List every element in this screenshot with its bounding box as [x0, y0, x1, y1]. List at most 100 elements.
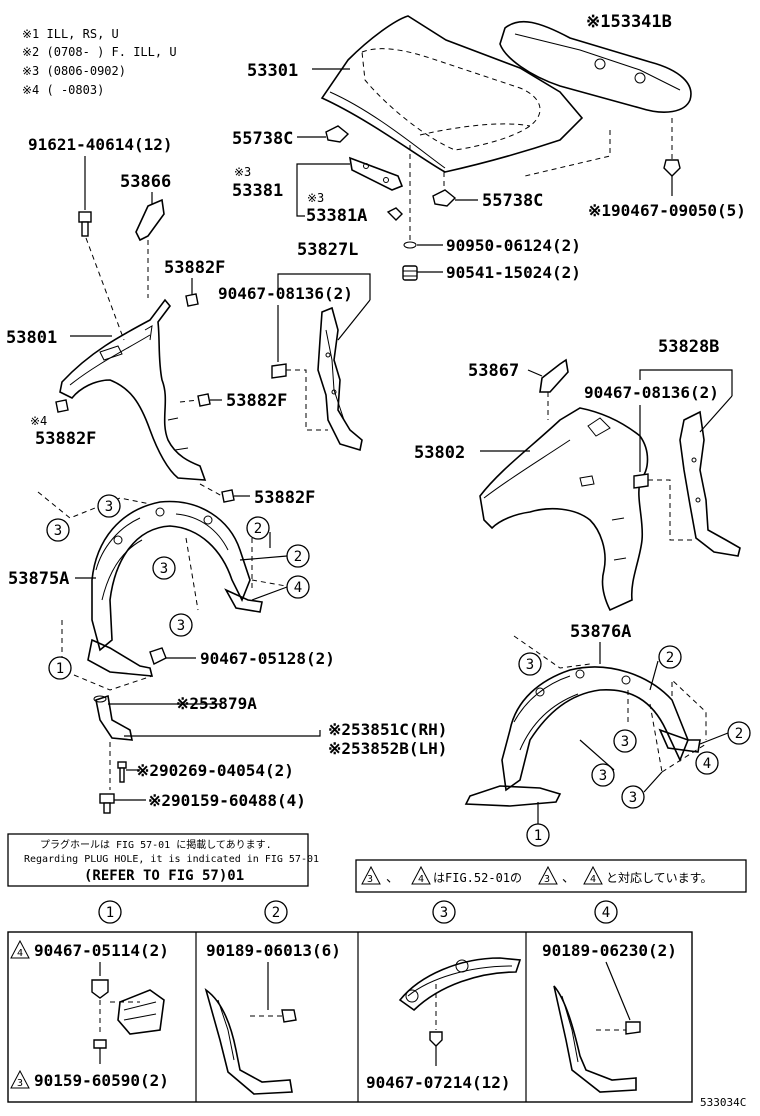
- note-2: ※2 (0708- ) F. ILL, U: [22, 45, 177, 59]
- bolt-90159-60590: [93, 1039, 107, 1049]
- corr-mark-4a: 4: [418, 874, 424, 885]
- corr-mark-3b: 3: [544, 874, 550, 885]
- label-55738c-a: 55738C: [232, 129, 293, 149]
- mark-53381a: ※3: [307, 191, 324, 205]
- detail-panels-frame: [7, 931, 693, 1103]
- callout-3-f-text: 3: [621, 734, 629, 750]
- clip-90467-08136-a: [271, 363, 287, 379]
- detail-panel-1: 4 90467-05114(2) 3 90159-60590(2): [10, 939, 169, 1090]
- liner-53875a: [87, 500, 263, 677]
- label-53381: 53381: [232, 181, 283, 201]
- seal-53828b: [679, 410, 741, 557]
- label-90269: ※290269-04054(2): [136, 761, 294, 780]
- screw-90269: [117, 761, 127, 783]
- panel-2-header: 2: [272, 905, 280, 921]
- label-53381a: 53381A: [306, 206, 367, 226]
- label-53801: 53801: [6, 328, 57, 348]
- mark-53882f-c: ※4: [30, 414, 47, 428]
- callout-3-d-text: 3: [177, 618, 185, 634]
- panel-2-part: 90189-06013(6): [206, 941, 341, 960]
- callout-3-f: 3: [613, 729, 637, 753]
- clip-53882f-a: [185, 293, 199, 307]
- hood-panel: [320, 15, 584, 173]
- panel-1-bot-mark: 3: [17, 1078, 23, 1089]
- seal-53867: [539, 358, 569, 393]
- label-53882f-a: 53882F: [164, 258, 225, 278]
- label-53876a: 53876A: [570, 622, 631, 642]
- callout-1-a-text: 1: [56, 661, 64, 677]
- correspondence-note: 3 、 4 はFIG.52-01の 3 、 4 と対応しています。: [355, 859, 747, 893]
- corr-sep-b: 、: [562, 871, 575, 886]
- leader-53381: [296, 163, 350, 188]
- callout-2-c-text: 2: [666, 650, 674, 666]
- callout-4-b-text: 4: [703, 756, 711, 772]
- clip-90467-05128: [149, 647, 167, 665]
- callout-4-b: 4: [695, 751, 719, 775]
- detail-panel-4: 90189-06230(2): [542, 941, 677, 1093]
- bolt-91621: [78, 211, 92, 237]
- clip-90467-05114: [91, 979, 109, 999]
- label-53867: 53867: [468, 361, 519, 381]
- mark-53381: ※3: [234, 165, 251, 179]
- clip-190467: [663, 159, 681, 177]
- label-53827l: 53827L: [297, 240, 358, 260]
- clip-55738c-right: [432, 189, 457, 207]
- callout-3-a-text: 3: [54, 523, 62, 539]
- callout-3-e: 3: [518, 652, 542, 676]
- clip-55738c-left: [325, 125, 350, 143]
- panel-3-header: 3: [440, 905, 448, 921]
- label-53882f-c: 53882F: [35, 429, 96, 449]
- callout-2-a: 2: [246, 516, 270, 540]
- callout-3-b-text: 3: [105, 499, 113, 515]
- liner-53876a: [464, 666, 701, 807]
- insulator-dash: [524, 130, 611, 177]
- label-190467: ※190467-09050(5): [588, 201, 746, 220]
- cushion-90541: [402, 265, 418, 281]
- callout-4-a: 4: [286, 575, 310, 599]
- clip-53882f-c: [55, 399, 69, 413]
- plug-note-en: Regarding PLUG HOLE, it is indicated in …: [24, 854, 319, 865]
- clip-53882f-d: [221, 489, 235, 503]
- label-90159-60488: ※290159-60488(4): [148, 791, 306, 810]
- callout-3-c: 3: [152, 556, 176, 580]
- callout-3-e-text: 3: [526, 657, 534, 673]
- panel-1-bottom-part: 90159-60590(2): [34, 1071, 169, 1090]
- note-3: ※3 (0806-0902): [22, 64, 126, 78]
- panel-1-top-part: 90467-05114(2): [34, 941, 169, 960]
- label-55738c-b: 55738C: [482, 191, 543, 211]
- label-90467-08136-a: 90467-08136(2): [218, 284, 353, 303]
- panel-1-top-mark: 4: [17, 948, 23, 959]
- corr-mark-3a: 3: [367, 874, 373, 885]
- lock-bracket-53381: [348, 156, 404, 221]
- label-90467-05128: 90467-05128(2): [200, 649, 335, 668]
- plug-hole-note: プラグホールは FIG 57-01 に掲載してあります. Regarding P…: [7, 833, 319, 887]
- label-53828b: 53828B: [658, 337, 719, 357]
- callout-1-b-text: 1: [534, 828, 542, 844]
- callout-3-g-text: 3: [599, 768, 607, 784]
- bracket-53879a: [93, 694, 133, 741]
- callout-2-d-text: 2: [735, 726, 743, 742]
- corr-sep-a: 、: [386, 871, 399, 886]
- label-53875a: 53875A: [8, 569, 69, 589]
- label-53301: 53301: [247, 61, 298, 81]
- bracket-53828b: [639, 369, 733, 396]
- plug-note-jp: プラグホールは FIG 57-01 に掲載してあります.: [40, 838, 272, 851]
- callout-3-g: 3: [591, 763, 615, 787]
- callout-2-a-text: 2: [254, 521, 262, 537]
- callout-3-h-text: 3: [629, 790, 637, 806]
- label-53882f-d: 53882F: [254, 488, 315, 508]
- bolt-90189-06013: [281, 1009, 297, 1023]
- clip-90467-08136-b: [633, 473, 649, 489]
- bracket-53827l: [277, 273, 371, 300]
- callout-2-c: 2: [658, 645, 682, 669]
- bolt-90189-06230: [625, 1021, 641, 1035]
- label-53882f-b: 53882F: [226, 391, 287, 411]
- clip-53882f-b: [197, 393, 211, 407]
- label-53341b: ※153341B: [586, 12, 672, 32]
- note-4: ※4 ( -0803): [22, 83, 104, 97]
- corr-text-b: と対応しています。: [606, 871, 712, 885]
- grommet-90950: [403, 241, 417, 249]
- bolt-90159-60488: [99, 793, 115, 814]
